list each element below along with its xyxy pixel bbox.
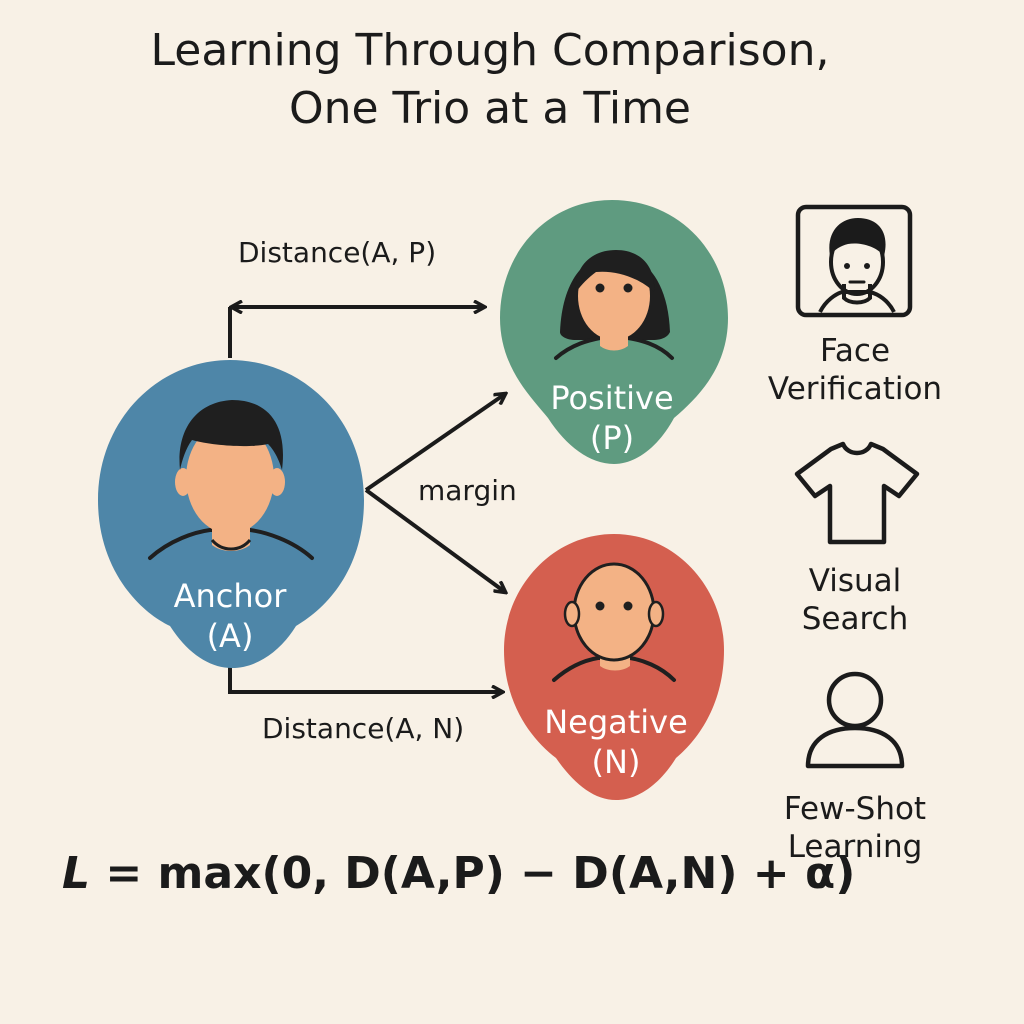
positive-name: Positive — [550, 379, 674, 417]
anchor-name: Anchor — [173, 577, 287, 615]
margin-label: margin — [418, 474, 517, 507]
formula-rhs: = max(0, D(A,P) − D(A,N) + α) — [90, 848, 856, 899]
negative-face-icon — [552, 562, 676, 682]
positive-face-icon — [554, 250, 674, 360]
distance-an-label: Distance(A, N) — [262, 712, 465, 745]
positive-symbol: (P) — [589, 419, 635, 457]
app-label-line: Face — [819, 333, 891, 369]
app-label-line: Search — [801, 601, 909, 637]
face-portrait-icon — [795, 204, 913, 318]
anchor-face-icon — [148, 400, 314, 560]
negative-node — [504, 534, 724, 800]
tshirt-icon — [794, 441, 920, 545]
app-label-line: Visual — [808, 563, 902, 599]
positive-node — [500, 200, 728, 464]
person-outline-icon — [805, 671, 905, 769]
diagram-title: Learning Through Comparison, One Trio at… — [0, 22, 980, 138]
title-line-1: Learning Through Comparison, — [150, 25, 830, 76]
anchor-symbol: (A) — [206, 617, 254, 655]
app-face-verification-label: Face Verification — [755, 332, 955, 408]
negative-name: Negative — [544, 703, 688, 741]
positive-label: Positive (P) — [512, 378, 712, 458]
negative-symbol: (N) — [591, 743, 641, 781]
app-few-shot-label: Few-Shot Learning — [755, 790, 955, 866]
title-line-2: One Trio at a Time — [288, 83, 692, 134]
negative-label: Negative (N) — [506, 702, 726, 782]
app-label-line: Verification — [767, 371, 943, 407]
margin-arrows — [364, 394, 505, 592]
distance-an-arrow — [228, 666, 502, 692]
app-label-line: Learning — [787, 829, 923, 865]
anchor-label: Anchor (A) — [130, 576, 330, 656]
formula-lhs: L — [62, 848, 91, 899]
distance-ap-arrow — [228, 307, 484, 358]
distance-ap-label: Distance(A, P) — [238, 236, 437, 269]
app-visual-search-label: Visual Search — [755, 562, 955, 638]
app-label-line: Few-Shot — [783, 791, 927, 827]
triplet-loss-formula: L = max(0, D(A,P) − D(A,N) + α) — [62, 848, 855, 899]
anchor-node — [98, 360, 364, 668]
